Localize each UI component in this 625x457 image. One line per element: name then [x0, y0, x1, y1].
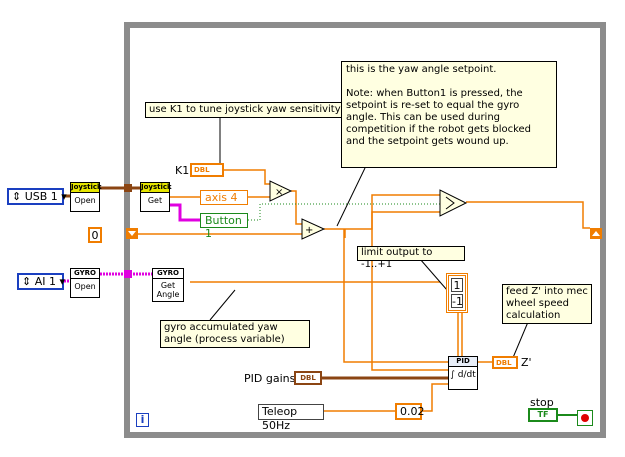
joystick-open-body: Open — [74, 196, 96, 205]
wire-select-out — [466, 201, 590, 229]
note-feed-pointer — [511, 321, 529, 361]
limit-array: 1 -1 — [446, 273, 468, 313]
chevron-down-icon: ▾ — [61, 190, 67, 203]
shift-right-arrow — [592, 231, 600, 236]
gyro-open-header: GYRO — [71, 269, 99, 279]
gyro-get-header: GYRO — [153, 269, 183, 279]
joystick-open-header: Joystick — [71, 183, 102, 193]
joystick-get-vi[interactable]: Joystick Get — [140, 182, 172, 212]
wire-setpoint-pid — [343, 229, 448, 363]
pid-header: PID — [449, 357, 477, 367]
gyro-get-body: Get Angle — [156, 281, 180, 299]
note-gyro-pointer — [209, 289, 236, 321]
pid-gains-control[interactable]: DBL — [294, 371, 322, 385]
add-node — [301, 218, 326, 240]
stop-control[interactable]: TF — [528, 408, 558, 422]
k1-control[interactable]: DBL — [190, 163, 224, 177]
stop-label: stop — [530, 396, 554, 409]
button1-unbundle: Button 1 — [200, 213, 248, 240]
teleop-50hz: Teleop 50Hz — [258, 404, 324, 432]
dt-constant[interactable]: 0.02 — [395, 403, 425, 420]
zero-constant[interactable]: 0 — [88, 227, 102, 243]
gyro-get-angle-vi[interactable]: GYRO Get Angle — [152, 268, 184, 302]
note-gyro-angle: gyro accumulated yaw angle (process vari… — [160, 320, 310, 348]
note-setpoint: this is the yaw angle setpoint. Note: wh… — [341, 61, 557, 168]
wire-gyro-pid — [371, 282, 448, 371]
limit-high[interactable]: 1 — [451, 278, 463, 292]
ring-arrows-icon: ⇕ — [12, 190, 22, 203]
z-output-label: Z' — [521, 356, 532, 369]
select-node — [439, 189, 468, 217]
svg-text:+: + — [305, 225, 313, 236]
usb-control[interactable]: ⇕ USB 1 ▾ — [7, 188, 67, 205]
ai-label: AI 1 — [34, 275, 56, 288]
multiply-node — [269, 180, 293, 202]
loop-condition-icon — [577, 410, 593, 426]
usb-label: USB 1 — [24, 190, 58, 203]
joystick-get-body: Get — [147, 196, 163, 205]
wire-button1 — [248, 203, 440, 221]
gyro-tunnel — [124, 270, 132, 278]
note-setpoint-pointer — [336, 167, 366, 227]
limit-low[interactable]: -1 — [451, 294, 463, 308]
select-glyph — [445, 196, 455, 210]
loop-index-terminal: i — [136, 413, 149, 427]
ai-control[interactable]: ⇕ AI 1 ▾ — [17, 273, 66, 290]
note-limit-output: limit output to -1..+1 — [357, 246, 465, 270]
chevron-down-icon: ▾ — [59, 275, 66, 288]
note-limit-pointer — [419, 258, 448, 291]
wire-dt — [422, 383, 448, 412]
z-output-indicator: DBL — [492, 356, 518, 369]
ref-tunnel — [124, 184, 132, 192]
gyro-open-vi[interactable]: GYRO Open — [70, 268, 100, 298]
ring-arrows-icon: ⇕ — [22, 275, 32, 288]
pid-gains-label: PID gains — [244, 372, 296, 385]
pid-icon: ∫ d/dt — [450, 370, 476, 380]
shift-left-arrow — [128, 231, 136, 236]
gyro-open-body: Open — [74, 282, 96, 291]
wire-button-cluster — [170, 203, 200, 222]
svg-text:×: × — [275, 187, 283, 198]
axis4-unbundle: axis 4 — [200, 190, 248, 205]
pid-vi[interactable]: PID ∫ d/dt — [448, 356, 478, 390]
wire-k1 — [224, 169, 270, 185]
joystick-open-vi[interactable]: Joystick Open — [70, 182, 102, 212]
note-k1-sensitivity: use K1 to tune joystick yaw sensitivity — [145, 102, 365, 118]
wire-mult-out — [291, 190, 302, 225]
note-feed-z: feed Z' into mec wheel speed calculation — [502, 284, 592, 324]
joystick-get-header: Joystick — [141, 183, 172, 193]
k1-label: K1 — [175, 164, 190, 177]
